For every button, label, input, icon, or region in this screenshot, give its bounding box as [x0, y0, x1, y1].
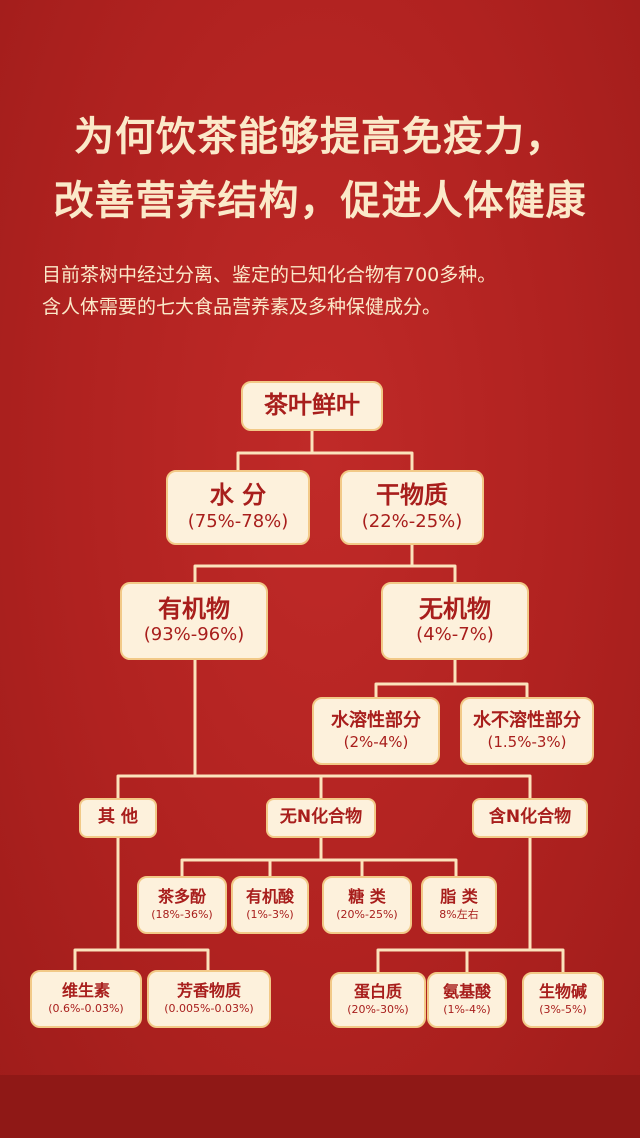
node-lipids-label: 脂 类	[440, 887, 478, 907]
node-vitamins-label: 维生素	[61, 981, 110, 1001]
node-organic-label: 有机物	[158, 594, 230, 623]
node-amino-acid-value: (1%-4%)	[443, 1002, 491, 1016]
node-tea-polyphenol: 茶多酚 (18%-36%)	[137, 876, 227, 934]
node-organic: 有机物 (93%-96%)	[120, 582, 268, 660]
node-protein: 蛋白质 (20%-30%)	[330, 972, 426, 1028]
intro-line-2: 含人体需要的七大食品营养素及多种保健成分。	[42, 296, 442, 318]
connector-n	[376, 836, 565, 974]
node-tea-polyphenol-label: 茶多酚	[157, 887, 206, 907]
node-inorganic: 无机物 (4%-7%)	[381, 582, 529, 660]
node-vitamins-value: (0.6%-0.03%)	[48, 1001, 124, 1015]
node-other: 其 他	[79, 798, 157, 838]
node-amino-acid: 氨基酸 (1%-4%)	[427, 972, 507, 1028]
node-protein-value: (20%-30%)	[347, 1002, 409, 1016]
node-alkaloid-label: 生物碱	[538, 982, 587, 1002]
node-alkaloid-value: (3%-5%)	[539, 1002, 587, 1016]
node-water-label: 水 分	[209, 481, 267, 510]
node-nitrogen: 含N化合物	[472, 798, 588, 838]
node-other-label: 其 他	[98, 807, 138, 828]
node-dry-matter-label: 干物质	[376, 481, 448, 510]
node-alkaloid: 生物碱 (3%-5%)	[522, 972, 604, 1028]
node-nitrogen-label: 含N化合物	[488, 807, 572, 828]
node-water-soluble-label: 水溶性部分	[331, 710, 421, 732]
connector-inorganic	[374, 656, 529, 700]
title-line-1: 为何饮茶能够提高免疫力，	[74, 113, 566, 160]
node-water-soluble-value: (2%-4%)	[343, 732, 409, 751]
node-tea-polyphenol-value: (18%-36%)	[151, 907, 213, 921]
intro-line-1: 目前茶树中经过分离、鉴定的已知化合物有700多种。	[42, 264, 497, 286]
node-lipids: 脂 类 8%左右	[421, 876, 497, 934]
node-lipids-value: 8%左右	[439, 907, 479, 921]
connector-other	[73, 836, 210, 972]
connector-dry	[193, 541, 457, 585]
node-inorganic-value: (4%-7%)	[416, 624, 494, 646]
node-sugars-value: (20%-25%)	[336, 907, 398, 921]
node-organic-acid-value: (1%-3%)	[246, 907, 294, 921]
node-organic-acid: 有机酸 (1%-3%)	[231, 876, 309, 934]
node-water: 水 分 (75%-78%)	[166, 470, 310, 545]
node-water-insoluble-label: 水不溶性部分	[473, 710, 581, 732]
node-fresh-leaf: 茶叶鲜叶	[241, 381, 383, 431]
node-water-soluble: 水溶性部分 (2%-4%)	[312, 697, 440, 765]
node-organic-acid-label: 有机酸	[245, 887, 294, 907]
connector-organic	[116, 656, 532, 800]
node-aroma: 芳香物质 (0.005%-0.03%)	[147, 970, 271, 1028]
node-dry-matter: 干物质 (22%-25%)	[340, 470, 484, 545]
node-dry-matter-value: (22%-25%)	[361, 510, 463, 532]
node-aroma-value: (0.005%-0.03%)	[164, 1001, 254, 1015]
node-organic-value: (93%-96%)	[143, 624, 245, 646]
title-line-2: 改善营养结构，促进人体健康	[53, 177, 587, 224]
node-inorganic-label: 无机物	[419, 594, 491, 623]
node-water-value: (75%-78%)	[187, 510, 289, 532]
node-fresh-leaf-label: 茶叶鲜叶	[264, 391, 360, 420]
node-non-nitrogen-label: 无N化合物	[279, 807, 363, 828]
bottom-band	[0, 1075, 640, 1138]
node-amino-acid-label: 氨基酸	[442, 982, 491, 1002]
node-non-nitrogen: 无N化合物	[266, 798, 376, 838]
node-sugars: 糖 类 (20%-25%)	[322, 876, 412, 934]
connector-non-n	[180, 836, 458, 878]
node-water-insoluble-value: (1.5%-3%)	[487, 732, 567, 751]
node-water-insoluble: 水不溶性部分 (1.5%-3%)	[460, 697, 594, 765]
node-protein-label: 蛋白质	[353, 982, 402, 1002]
node-sugars-label: 糖 类	[348, 887, 386, 907]
node-vitamins: 维生素 (0.6%-0.03%)	[30, 970, 142, 1028]
connector-root	[236, 428, 414, 474]
node-aroma-label: 芳香物质	[176, 981, 241, 1001]
